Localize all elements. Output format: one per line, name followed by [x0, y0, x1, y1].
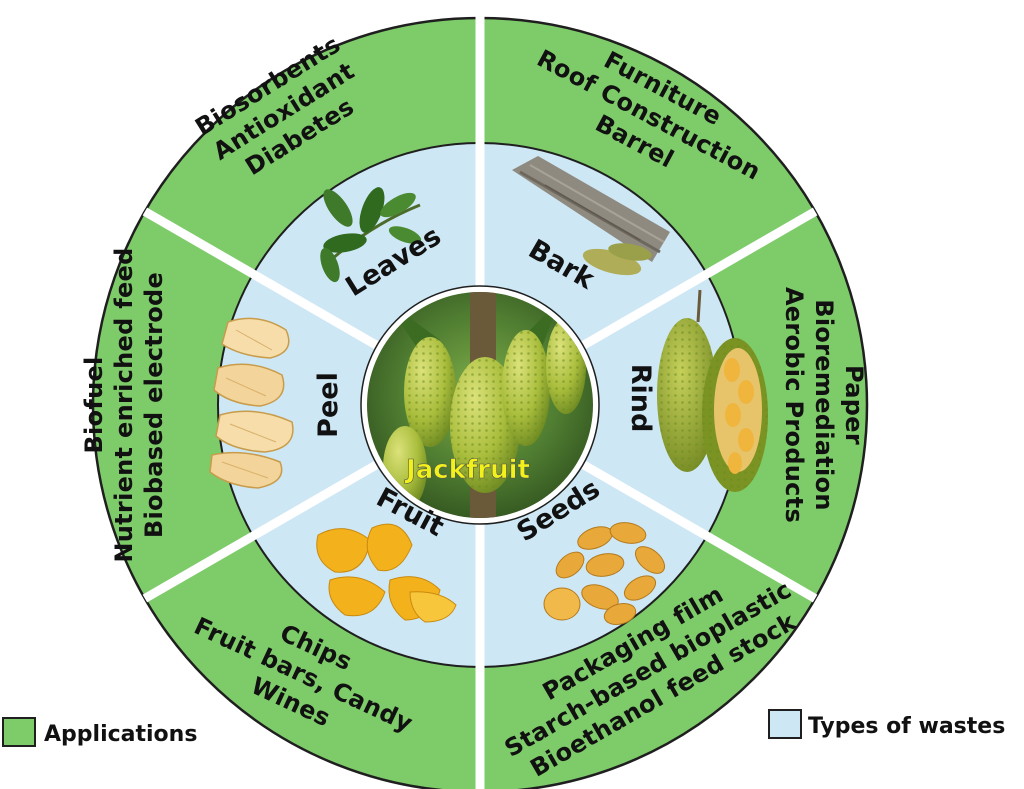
leaves-photo	[320, 187, 422, 283]
waste-label-rind: Rind	[625, 364, 656, 433]
waste-label-peel: Peel	[313, 372, 344, 438]
legend-wastes-swatch	[768, 709, 802, 739]
applications-peel: Biofuel Nutrient enriched feed Biobased …	[80, 247, 168, 562]
applications-rind: Paper Bioremediation Aerobic Products	[780, 287, 868, 523]
sector-dividers	[142, 16, 818, 789]
jackfruit-center-photo	[360, 285, 600, 525]
seeds-photo	[543, 522, 666, 626]
legend-wastes: Types of wastes	[768, 709, 1005, 739]
legend-wastes-label: Types of wastes	[808, 714, 1005, 739]
app-peel-2: Nutrient enriched feed	[110, 247, 138, 562]
rind-photo	[657, 289, 768, 492]
center-label: Jackfruit	[404, 455, 530, 485]
fruit-photo	[316, 523, 457, 623]
legend-applications-swatch	[2, 717, 36, 747]
peel-photo	[209, 317, 294, 489]
app-peel-1: Biofuel	[80, 356, 108, 453]
app-peel-3: Biobased electrode	[140, 272, 168, 538]
app-rind-3: Aerobic Products	[780, 287, 808, 523]
legend-applications: Applications	[2, 717, 197, 747]
app-rind-2: Bioremediation	[810, 299, 838, 510]
bark-photo	[512, 156, 670, 276]
legend-applications-label: Applications	[44, 722, 197, 747]
app-rind-1: Paper	[840, 365, 868, 445]
